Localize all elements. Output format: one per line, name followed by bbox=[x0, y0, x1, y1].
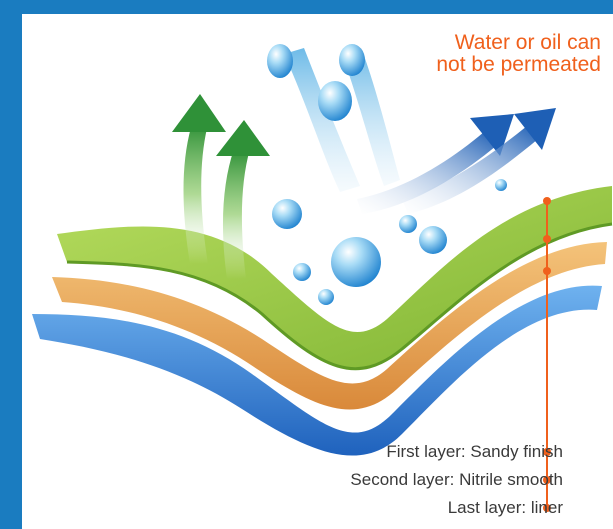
first-layer-edge bbox=[66, 222, 613, 371]
blue-arrow-right bbox=[402, 108, 556, 214]
second-layer-fabric bbox=[52, 242, 607, 410]
callout-line-1: Water or oil can bbox=[454, 31, 601, 54]
droplet bbox=[293, 263, 311, 281]
callout-line-2: not be permeated bbox=[436, 53, 601, 76]
droplet bbox=[419, 226, 447, 254]
last-layer-label: Last layer: liner bbox=[447, 498, 563, 517]
layer-diagram bbox=[32, 44, 613, 512]
droplet bbox=[339, 44, 365, 76]
first-layer-fabric bbox=[57, 186, 612, 369]
green-arrow-left bbox=[172, 94, 226, 264]
marker-first-layer-label bbox=[543, 448, 551, 456]
marker-last-layer-top bbox=[543, 267, 551, 275]
water-beam-right bbox=[342, 50, 400, 186]
diagram-panel: Water or oil can not be permeated First … bbox=[22, 14, 613, 529]
droplet bbox=[318, 81, 352, 121]
second-layer-label: Second layer: Nitrile smooth bbox=[350, 470, 563, 489]
green-arrow-right bbox=[216, 120, 270, 279]
marker-first-layer-top bbox=[543, 197, 551, 205]
droplet bbox=[318, 289, 334, 305]
impermeable-callout: Water or oil can not be permeated bbox=[401, 32, 601, 76]
water-beam-left bbox=[284, 48, 360, 192]
droplet bbox=[272, 199, 302, 229]
droplet bbox=[495, 179, 507, 191]
first-layer-label: First layer: Sandy finish bbox=[386, 442, 563, 461]
marker-last-layer-label bbox=[543, 504, 551, 512]
droplet bbox=[267, 44, 293, 78]
marker-second-layer-label bbox=[543, 476, 551, 484]
last-layer-fabric bbox=[32, 285, 602, 456]
water-droplets bbox=[267, 44, 507, 305]
droplet bbox=[399, 215, 417, 233]
layer-labels: First layer: Sandy finish Second layer: … bbox=[350, 438, 563, 522]
marker-second-layer-top bbox=[543, 235, 551, 243]
droplet bbox=[331, 237, 381, 287]
